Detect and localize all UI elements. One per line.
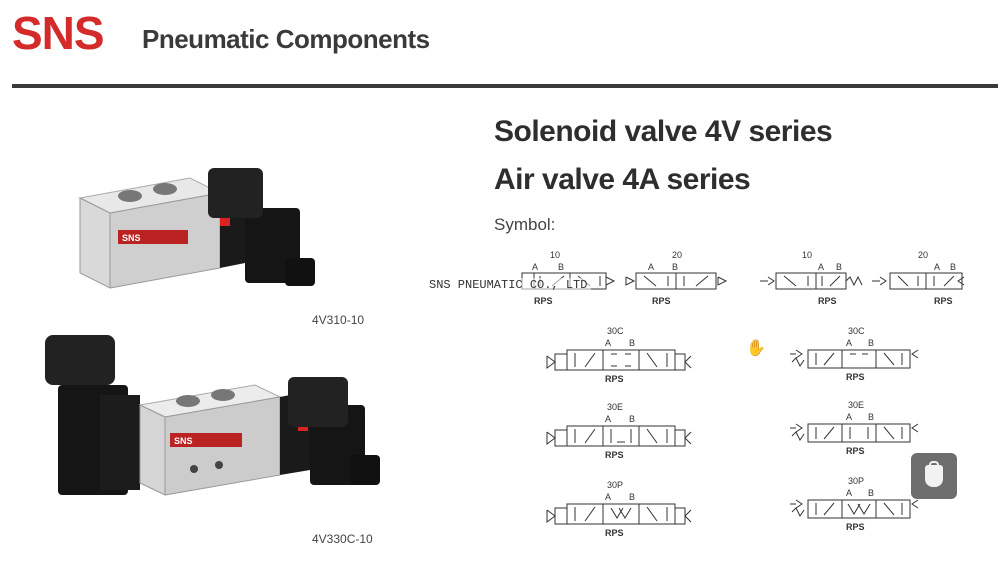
title-solenoid-valve: Solenoid valve 4V series [494, 115, 833, 148]
svg-text:A: A [605, 414, 611, 424]
svg-text:B: B [629, 414, 635, 424]
svg-text:A: A [532, 262, 538, 272]
svg-text:RPS: RPS [605, 374, 624, 384]
valve-symbol-20-b: 20 A B RPS [872, 250, 965, 306]
symbol-label: Symbol: [494, 215, 556, 234]
valve-symbol-30p-a: 30P A B RPS [546, 480, 692, 538]
company-name: Pneumatic Components [142, 24, 430, 54]
valve-symbol-10-b: 10 A B RPS [760, 250, 863, 306]
header-divider [12, 84, 998, 88]
svg-text:RPS: RPS [534, 296, 553, 306]
svg-text:B: B [950, 262, 956, 272]
svg-text:RPS: RPS [652, 296, 671, 306]
svg-text:10: 10 [550, 250, 560, 260]
svg-text:RPS: RPS [846, 522, 865, 532]
valve-symbol-30p-b: 30P A B RPS [790, 476, 919, 532]
svg-text:B: B [629, 338, 635, 348]
svg-text:B: B [836, 262, 842, 272]
valve-symbol-30c-a: 30C A B RPS [546, 326, 692, 384]
valve-symbol-30e-a: 30E A B RPS [546, 402, 692, 460]
svg-text:20: 20 [918, 250, 928, 260]
svg-text:B: B [672, 262, 678, 272]
svg-text:A: A [934, 262, 940, 272]
product-caption: 4V310-10 [312, 313, 365, 327]
brand-logo: SNS [12, 7, 105, 59]
svg-text:RPS: RPS [846, 446, 865, 456]
svg-text:A: A [846, 412, 852, 422]
svg-text:A: A [846, 488, 852, 498]
bag-icon [925, 461, 943, 487]
svg-text:20: 20 [672, 250, 682, 260]
svg-text:B: B [868, 412, 874, 422]
svg-text:B: B [629, 492, 635, 502]
product-image-4v330c: SNS [45, 335, 380, 496]
svg-text:RPS: RPS [818, 296, 837, 306]
svg-text:B: B [868, 338, 874, 348]
product-caption: 4V330C-10 [312, 532, 373, 546]
valve-symbol-30e-b: 30E A B RPS [790, 400, 919, 456]
svg-text:30P: 30P [848, 476, 864, 486]
svg-text:A: A [846, 338, 852, 348]
svg-text:A: A [818, 262, 824, 272]
svg-text:B: B [868, 488, 874, 498]
svg-text:30C: 30C [607, 326, 624, 336]
svg-text:RPS: RPS [846, 372, 865, 382]
svg-text:RPS: RPS [934, 296, 953, 306]
svg-text:B: B [558, 262, 564, 272]
svg-text:A: A [605, 338, 611, 348]
product-body-label: SNS [174, 436, 193, 446]
valve-symbol-30c-b: 30C A B RPS [790, 326, 919, 382]
svg-text:30E: 30E [607, 402, 623, 412]
valve-symbol-20-a: 20 A B RPS [625, 250, 728, 306]
svg-text:30E: 30E [848, 400, 864, 410]
svg-text:A: A [605, 492, 611, 502]
svg-text:10: 10 [802, 250, 812, 260]
floating-action-button[interactable] [911, 453, 957, 499]
svg-text:30C: 30C [848, 326, 865, 336]
watermark-text: SNS PNEUMATIC CO., LTD [425, 278, 592, 292]
svg-text:A: A [648, 262, 654, 272]
hand-cursor-icon: ✋ [746, 340, 766, 357]
svg-text:RPS: RPS [605, 450, 624, 460]
product-image-4v310: SNS [78, 168, 315, 289]
page-header: SNS Pneumatic Components [0, 0, 1000, 90]
title-air-valve: Air valve 4A series [494, 163, 751, 196]
svg-text:RPS: RPS [605, 528, 624, 538]
svg-text:30P: 30P [607, 480, 623, 490]
product-body-label: SNS [122, 233, 141, 243]
